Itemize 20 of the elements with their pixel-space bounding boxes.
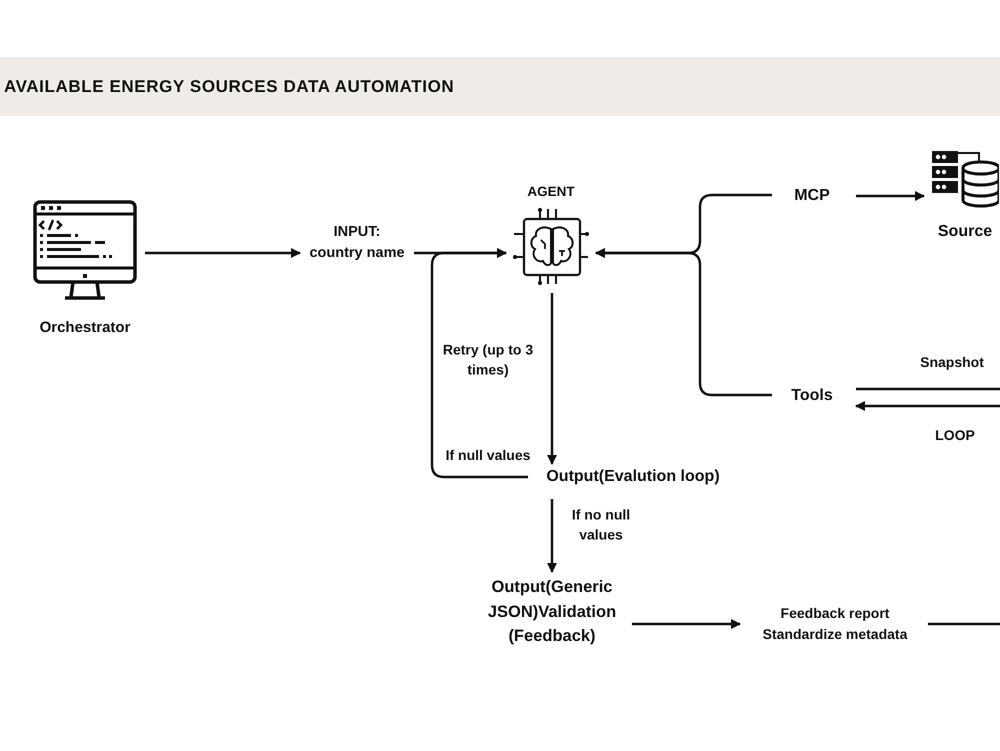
output-label: Output(Generic JSON)Validation (Feedback): [486, 576, 618, 648]
node-caption: Source: [938, 222, 992, 242]
arrow: [632, 618, 741, 630]
diagram-title: AVAILABLE ENERGY SOURCES DATA AUTOMATION: [4, 76, 454, 96]
input-label: country name: [309, 244, 405, 263]
arrow: [430, 248, 528, 478]
output-label: Feedback report Standardize metadata: [762, 604, 908, 644]
node-label: MCP: [794, 186, 830, 206]
input-label: INPUT:: [334, 222, 380, 242]
arrow: [595, 248, 772, 396]
node-caption: Orchestrator: [40, 318, 130, 338]
node-heading: AGENT: [527, 183, 575, 201]
node-label: Tools: [791, 386, 833, 406]
arrow: [145, 248, 301, 258]
arrow: [546, 499, 558, 573]
arrow: [855, 400, 1000, 412]
note-label: Retry (up to 3 times): [442, 340, 534, 380]
arrow: [856, 190, 925, 202]
arrow: [546, 293, 558, 465]
output-label: Output(Evalution loop): [546, 467, 720, 488]
